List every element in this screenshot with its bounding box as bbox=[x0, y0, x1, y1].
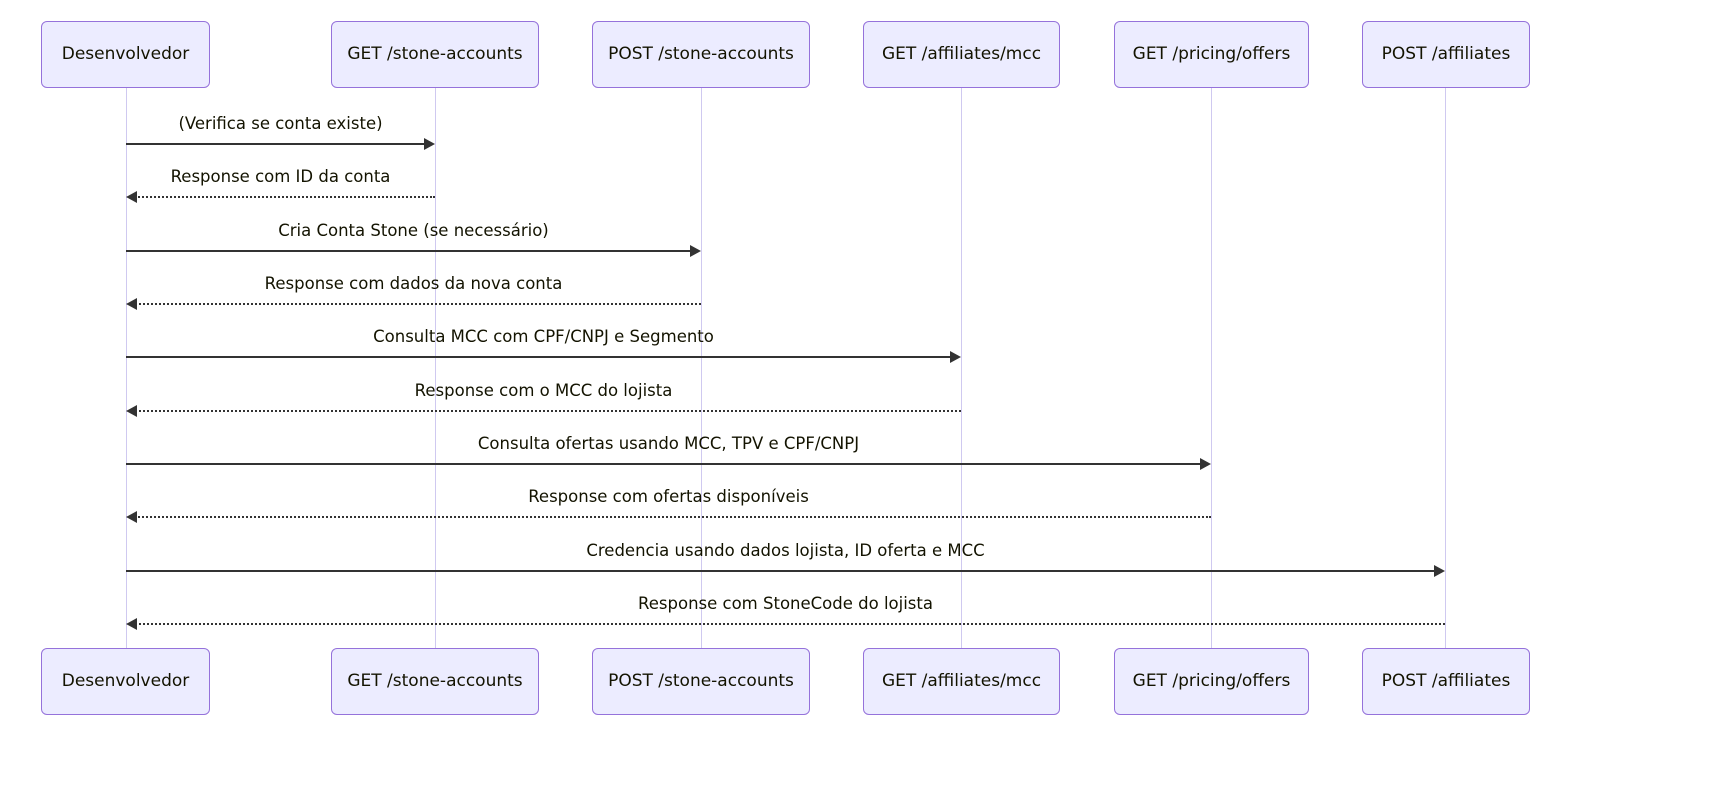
participant-bottom-get-stone-accounts[interactable]: GET /stone-accounts bbox=[331, 648, 539, 715]
participant-label: POST /affiliates bbox=[1381, 671, 1511, 692]
message-line-9 bbox=[135, 623, 1445, 625]
participant-label: POST /affiliates bbox=[1381, 44, 1511, 65]
participant-top-post-stone-accounts[interactable]: POST /stone-accounts bbox=[592, 21, 810, 88]
message-line-7 bbox=[135, 516, 1211, 518]
message-line-8 bbox=[126, 570, 1436, 572]
message-line-4 bbox=[126, 356, 952, 358]
participant-label: POST /stone-accounts bbox=[608, 671, 794, 692]
participant-top-desenvolvedor[interactable]: Desenvolvedor bbox=[41, 21, 210, 88]
participant-bottom-desenvolvedor[interactable]: Desenvolvedor bbox=[41, 648, 210, 715]
participant-bottom-post-affiliates[interactable]: POST /affiliates bbox=[1362, 648, 1530, 715]
message-arrowhead-4 bbox=[950, 351, 961, 363]
lifeline-get-stone-accounts bbox=[435, 88, 436, 648]
lifeline-get-affiliates-mcc bbox=[961, 88, 962, 648]
message-arrowhead-5 bbox=[126, 405, 137, 417]
message-line-5 bbox=[135, 410, 961, 412]
message-line-0 bbox=[126, 143, 426, 145]
message-label-8: Credencia usando dados lojista, ID ofert… bbox=[586, 541, 985, 560]
message-label-0: (Verifica se conta existe) bbox=[178, 114, 383, 133]
message-arrowhead-9 bbox=[126, 618, 137, 630]
participant-label: Desenvolvedor bbox=[61, 671, 190, 692]
message-label-5: Response com o MCC do lojista bbox=[414, 381, 673, 400]
lifeline-desenvolvedor bbox=[126, 88, 127, 648]
message-label-1: Response com ID da conta bbox=[170, 167, 391, 186]
message-arrowhead-0 bbox=[424, 138, 435, 150]
message-line-1 bbox=[135, 196, 435, 198]
participant-label: GET /stone-accounts bbox=[347, 44, 523, 65]
participant-label: GET /stone-accounts bbox=[347, 671, 523, 692]
participant-bottom-get-pricing-offers[interactable]: GET /pricing/offers bbox=[1114, 648, 1309, 715]
message-line-2 bbox=[126, 250, 692, 252]
participant-label: Desenvolvedor bbox=[61, 44, 190, 65]
message-arrowhead-7 bbox=[126, 511, 137, 523]
participant-top-get-affiliates-mcc[interactable]: GET /affiliates/mcc bbox=[863, 21, 1060, 88]
participant-bottom-get-affiliates-mcc[interactable]: GET /affiliates/mcc bbox=[863, 648, 1060, 715]
message-line-6 bbox=[126, 463, 1202, 465]
message-label-9: Response com StoneCode do lojista bbox=[638, 594, 933, 613]
message-label-3: Response com dados da nova conta bbox=[264, 274, 563, 293]
participant-top-get-pricing-offers[interactable]: GET /pricing/offers bbox=[1114, 21, 1309, 88]
participant-label: GET /pricing/offers bbox=[1132, 44, 1291, 65]
message-arrowhead-8 bbox=[1434, 565, 1445, 577]
message-arrowhead-3 bbox=[126, 298, 137, 310]
message-arrowhead-6 bbox=[1200, 458, 1211, 470]
participant-label: GET /affiliates/mcc bbox=[881, 44, 1042, 65]
message-arrowhead-1 bbox=[126, 191, 137, 203]
message-label-2: Cria Conta Stone (se necessário) bbox=[278, 221, 549, 240]
message-arrowhead-2 bbox=[690, 245, 701, 257]
participant-label: GET /pricing/offers bbox=[1132, 671, 1291, 692]
message-label-7: Response com ofertas disponíveis bbox=[528, 487, 809, 506]
participant-top-get-stone-accounts[interactable]: GET /stone-accounts bbox=[331, 21, 539, 88]
participant-label: GET /affiliates/mcc bbox=[881, 671, 1042, 692]
message-label-6: Consulta ofertas usando MCC, TPV e CPF/C… bbox=[477, 434, 860, 453]
lifeline-get-pricing-offers bbox=[1211, 88, 1212, 648]
participant-bottom-post-stone-accounts[interactable]: POST /stone-accounts bbox=[592, 648, 810, 715]
message-label-4: Consulta MCC com CPF/CNPJ e Segmento bbox=[373, 327, 714, 346]
message-line-3 bbox=[135, 303, 701, 305]
lifeline-post-affiliates bbox=[1445, 88, 1446, 648]
participant-top-post-affiliates[interactable]: POST /affiliates bbox=[1362, 21, 1530, 88]
participant-label: POST /stone-accounts bbox=[608, 44, 794, 65]
lifeline-post-stone-accounts bbox=[701, 88, 702, 648]
